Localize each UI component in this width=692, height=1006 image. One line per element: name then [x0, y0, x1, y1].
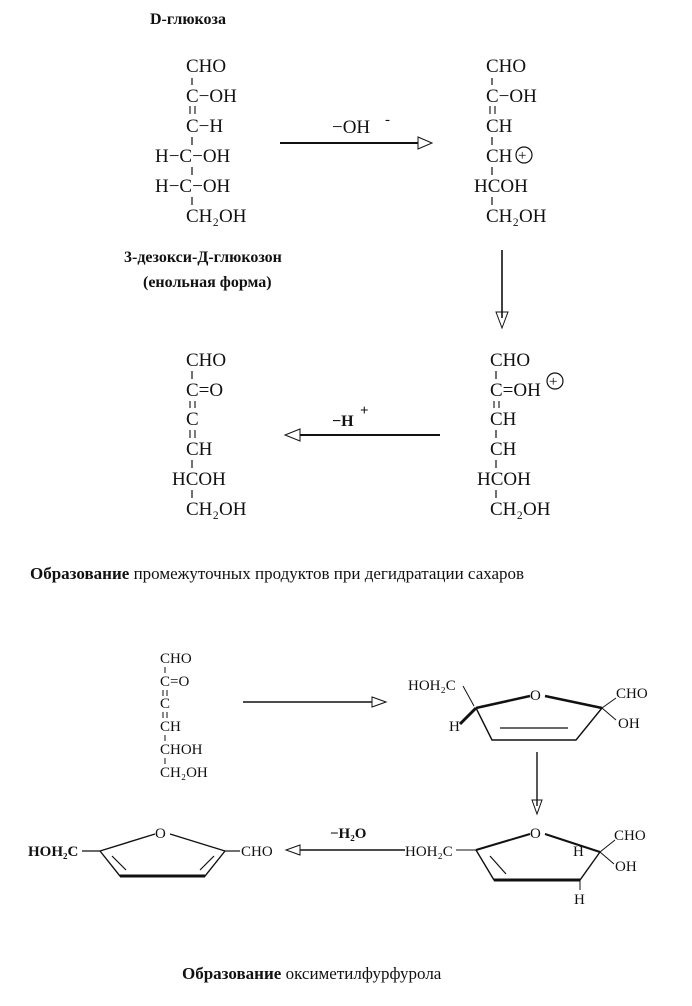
ring-oxygen: O — [530, 826, 541, 842]
atom-c-oh: C−OH — [186, 86, 237, 107]
atom-c: C — [160, 696, 170, 712]
atom-h: H — [573, 844, 584, 860]
atom-ch2oh: CH₂OH — [486, 206, 547, 227]
structure-carbocation: CHO C−OH CH CH + HCOH CH₂OH — [474, 56, 547, 227]
reagent-water: −H₂O — [330, 826, 366, 842]
reagent-hydroxide-charge: - — [385, 112, 390, 128]
atom-oh: OH — [618, 716, 640, 732]
atom-ch-cation: CH — [486, 146, 513, 167]
atom-hcoh: HCOH — [477, 469, 531, 490]
arrow-down-1 — [495, 250, 509, 330]
atom-hoh2c: HOH₂C — [405, 844, 453, 860]
atom-c-oh: C−OH — [486, 86, 537, 107]
structure-d-glucose-enediol: CHO C−OH C−H H−C−OH H−C−OH CH₂OH — [155, 56, 247, 227]
caption-intermediates-bold: Образование — [30, 564, 130, 583]
atom-h: H — [574, 892, 585, 908]
structure-oxonium: CHO C=OH + CH CH HCOH CH₂OH — [477, 350, 564, 520]
atom-c: C — [186, 409, 199, 430]
atom-h: H — [449, 719, 460, 735]
atom-cho: CHO — [186, 56, 226, 77]
atom-cho: CHO — [241, 844, 273, 860]
structure-cyclic-hydroxy: HOH₂C O H H CHO OH — [405, 826, 646, 908]
caption-intermediates-rest: промежуточных продуктов при дегидратации… — [129, 564, 524, 583]
arrow-dehydration: −H₂O — [284, 826, 405, 856]
atom-hoh2c: HOH₂C — [408, 678, 456, 694]
atom-c-h: C−H — [186, 116, 223, 137]
arrow-cyclization — [243, 696, 388, 708]
atom-c-eq-oh: C=OH — [490, 380, 541, 401]
glucosone-label-line2: (енольная форма) — [143, 274, 272, 291]
atom-c-eq-o: C=O — [186, 380, 223, 401]
atom-ch2oh: CH₂OH — [186, 499, 247, 520]
atom-cho: CHO — [160, 651, 192, 667]
atom-cho: CHO — [186, 350, 226, 371]
charge-plus: + — [549, 374, 557, 390]
structure-hydroxymethylfurfural: HOH₂C O CHO — [28, 826, 273, 878]
atom-h-c-oh: H−C−OH — [155, 176, 231, 197]
caption-hmf-bold: Образование — [182, 964, 282, 983]
atom-c-eq-o: C=O — [160, 674, 189, 690]
atom-ch: CH — [490, 409, 517, 430]
atom-cho: CHO — [614, 828, 646, 844]
charge-plus: + — [518, 148, 526, 164]
atom-oh: OH — [615, 859, 637, 875]
reagent-proton: −H — [332, 413, 354, 430]
atom-ch2oh: CH₂OH — [160, 765, 208, 781]
structure-deoxyglucosone-small: CHO C=O C CH CHOH CH₂OH — [160, 651, 208, 781]
atom-cho: CHO — [616, 686, 648, 702]
positive-charge-icon — [546, 372, 564, 390]
caption-intermediates: Образование промежуточных продуктов при … — [30, 564, 524, 583]
d-glucose-title: D-глюкоза — [150, 11, 226, 28]
atom-ch: CH — [486, 116, 513, 137]
atom-cho: CHO — [486, 56, 526, 77]
caption-hmf: Образование оксиметилфурфурола — [182, 964, 442, 983]
atom-ch: CH — [160, 719, 181, 735]
atom-choh: CHOH — [160, 742, 203, 758]
structure-cyclic-intermediate: HOH₂C H O CHO OH — [408, 678, 648, 741]
structure-deoxyglucosone-enol: CHO C=O C CH HCOH CH₂OH — [172, 350, 247, 520]
atom-ch: CH — [490, 439, 517, 460]
atom-ch2oh: CH₂OH — [186, 206, 247, 227]
atom-ch: CH — [186, 439, 213, 460]
caption-hmf-rest: оксиметилфурфурола — [281, 964, 441, 983]
arrow-proton-loss: −H + — [283, 403, 440, 442]
atom-cho: CHO — [490, 350, 530, 371]
reagent-hydroxide: −OH — [332, 117, 370, 138]
atom-hcoh: HCOH — [474, 176, 528, 197]
ring-oxygen: O — [530, 688, 541, 704]
glucosone-label-line1: 3-дезокси-Д-глюкозон — [124, 249, 282, 266]
atom-ch2oh: CH₂OH — [490, 499, 551, 520]
atom-h-c-oh: H−C−OH — [155, 146, 231, 167]
arrow-hydroxide: −OH - — [280, 112, 434, 150]
reagent-proton-charge: + — [360, 403, 369, 419]
positive-charge-icon — [515, 146, 533, 164]
atom-hcoh: HCOH — [172, 469, 226, 490]
atom-hoh2c: HOH₂C — [28, 844, 78, 860]
ring-oxygen: O — [155, 826, 166, 842]
arrow-down-2 — [531, 752, 543, 816]
